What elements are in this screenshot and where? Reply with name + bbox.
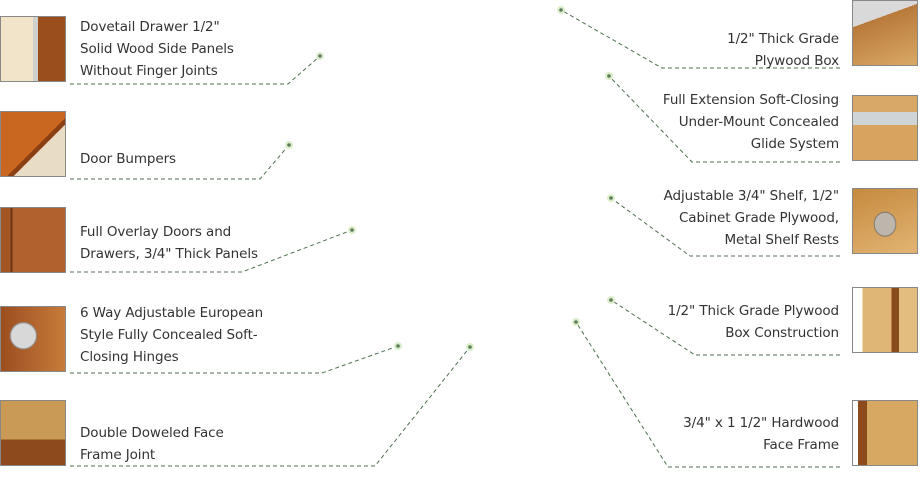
- leader-line: [70, 55, 321, 85]
- leader-line: [70, 345, 399, 374]
- callout-dot: [574, 320, 578, 324]
- callout-dot: [468, 345, 472, 349]
- feature-label: Adjustable 3/4" Shelf, 1/2" Cabinet Grad…: [663, 188, 839, 248]
- leader-line: [575, 321, 840, 468]
- overlay-door-photo: [0, 207, 66, 273]
- callout-dot: [350, 228, 354, 232]
- feature-label: 3/4" x 1 1/2" Hardwood Face Frame: [683, 415, 839, 453]
- leader-line: [560, 9, 840, 69]
- callout-dot: [609, 196, 613, 200]
- leader-line: [70, 144, 290, 180]
- box-construction-photo: [852, 287, 918, 353]
- feature-label: 6 Way Adjustable European Style Fully Co…: [80, 305, 264, 365]
- feature-label: Dovetail Drawer 1/2" Solid Wood Side Pan…: [80, 19, 234, 79]
- leader-line: [610, 197, 840, 257]
- dovetail-drawer-photo: [0, 16, 66, 82]
- hinge-photo: [0, 306, 66, 372]
- face-frame-joint-photo: [0, 400, 66, 466]
- feature-label: 1/2" Thick Grade Plywood Box: [727, 31, 839, 69]
- callout-dot: [318, 54, 322, 58]
- callout-dot: [609, 298, 613, 302]
- leader-line: [610, 299, 840, 356]
- leader-line: [70, 229, 353, 273]
- shelf-rest-photo: [852, 188, 918, 254]
- feature-label: Full Extension Soft-Closing Under-Mount …: [662, 92, 839, 152]
- glide-system-photo: [852, 95, 918, 161]
- feature-label: 1/2" Thick Grade Plywood Box Constructio…: [667, 303, 839, 341]
- leader-line: [70, 346, 471, 467]
- feature-label: Full Overlay Doors and Drawers, 3/4" Thi…: [80, 224, 258, 262]
- plywood-box-photo: [852, 0, 918, 66]
- feature-label: Double Doweled Face Frame Joint: [80, 425, 224, 463]
- hardwood-face-frame-photo: [852, 400, 918, 466]
- feature-label: Door Bumpers: [80, 151, 176, 167]
- leader-line: [608, 75, 840, 163]
- callout-dot: [396, 344, 400, 348]
- callout-dot: [607, 74, 611, 78]
- door-bumper-photo: [0, 111, 66, 177]
- callout-dot: [559, 8, 563, 12]
- callout-dot: [287, 143, 291, 147]
